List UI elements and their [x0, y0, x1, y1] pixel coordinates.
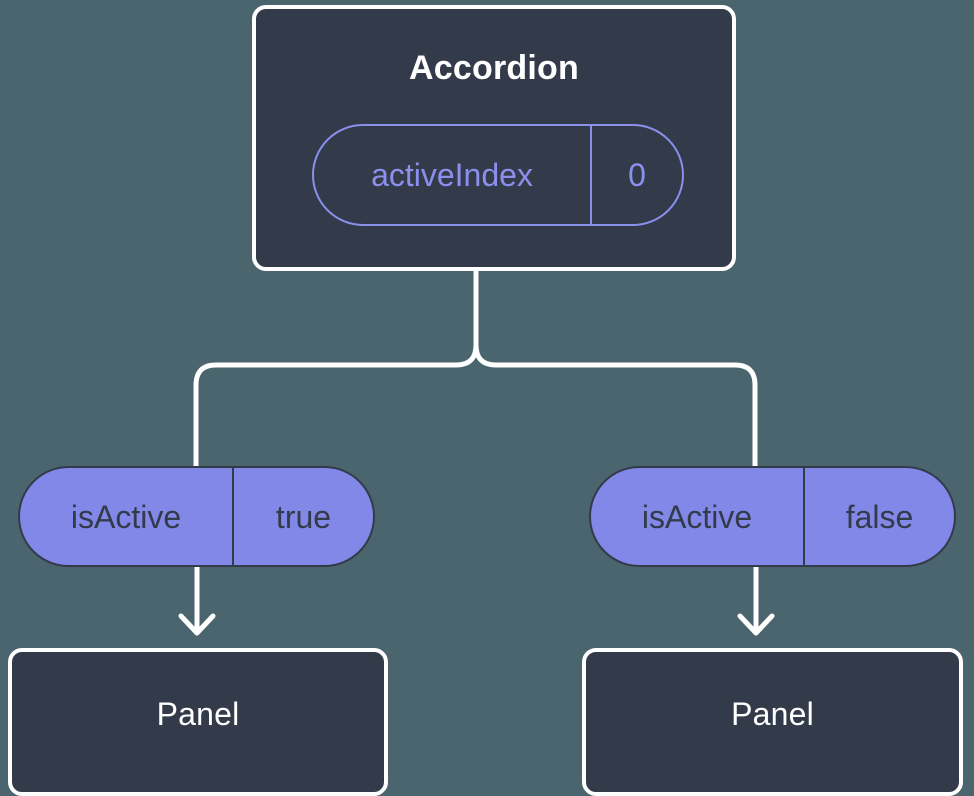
- connector-fork-left: [193, 342, 479, 469]
- node-panel-right[interactable]: Panel: [582, 648, 963, 796]
- connector-fork-right: [473, 342, 758, 469]
- arrow-left-head: [178, 613, 216, 636]
- prop-pill-is-active-true-key: isActive: [20, 468, 234, 565]
- diagram-canvas: Accordion activeIndex 0 isActive true is…: [8, 5, 963, 796]
- state-pill-active-index-value: 0: [628, 157, 646, 193]
- node-panel-left[interactable]: Panel: [8, 648, 388, 796]
- state-pill-active-index[interactable]: activeIndex 0: [312, 124, 684, 226]
- state-pill-active-index-key: activeIndex: [314, 126, 592, 224]
- node-panel-right-title: Panel: [731, 696, 814, 732]
- node-accordion-title: Accordion: [409, 49, 579, 87]
- prop-pill-is-active-false[interactable]: isActive false: [589, 466, 956, 567]
- prop-pill-is-active-true[interactable]: isActive true: [18, 466, 375, 567]
- prop-pill-is-active-false-value: false: [845, 498, 914, 535]
- node-accordion[interactable]: Accordion activeIndex 0: [252, 5, 736, 271]
- node-panel-left-title: Panel: [156, 696, 240, 732]
- arrow-right-head: [737, 613, 775, 636]
- prop-pill-is-active-false-key: isActive: [591, 468, 805, 565]
- prop-pill-is-active-true-value: true: [275, 498, 332, 535]
